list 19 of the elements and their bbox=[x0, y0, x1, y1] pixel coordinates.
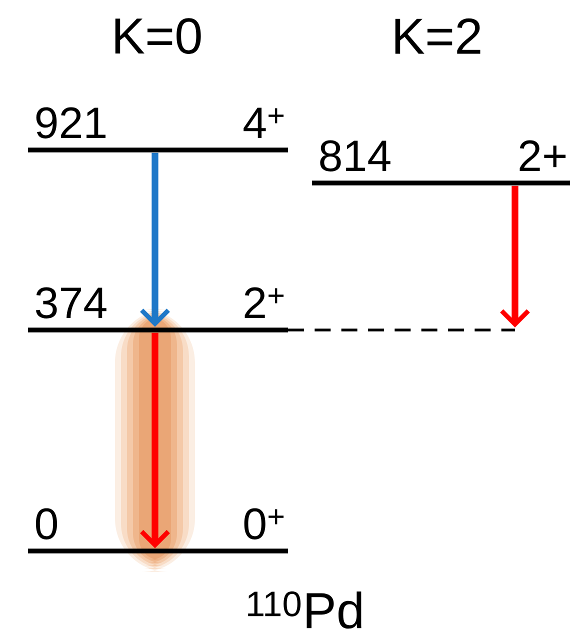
spin-label: 0$^{+}$ bbox=[244, 508, 284, 540]
band-label: K=0 bbox=[115, 18, 201, 54]
arrow bbox=[140, 152, 170, 327]
energy-label: 0 bbox=[36, 508, 58, 540]
energy-label: 814 bbox=[320, 140, 390, 172]
spin-label: 2$^{+}$ bbox=[244, 287, 284, 318]
arrow bbox=[500, 186, 530, 328]
spin-label: 2+ bbox=[520, 140, 566, 171]
energy-level bbox=[28, 508, 288, 554]
energy-label: 374 bbox=[36, 287, 106, 318]
arrow bbox=[140, 332, 170, 548]
energy-level bbox=[312, 140, 570, 186]
energy-label: 921 bbox=[36, 107, 106, 138]
energy-level bbox=[28, 287, 288, 332]
energy-level bbox=[28, 107, 288, 152]
nucleus-label: $^{110}$Pd bbox=[248, 591, 362, 629]
band-label: K=2 bbox=[395, 18, 480, 54]
dashed-level-line bbox=[288, 328, 515, 332]
spin-label: 4$^{+}$ bbox=[244, 108, 284, 138]
